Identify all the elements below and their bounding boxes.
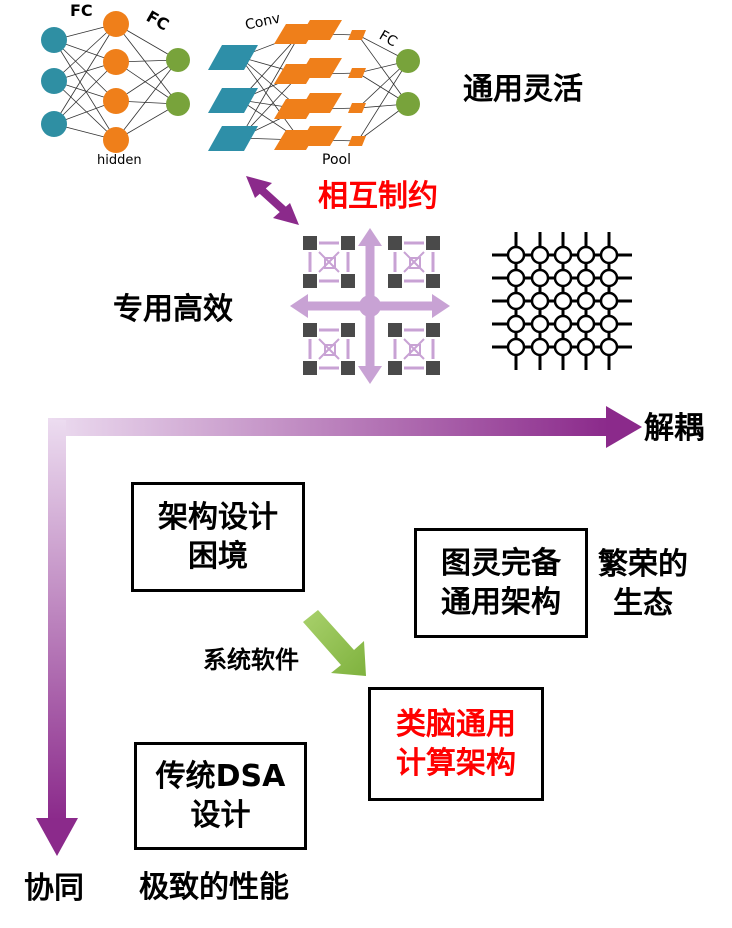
crossbar-cell [599,291,619,311]
crossbar-cell [530,337,550,357]
decouple-axis-arrow [48,406,642,448]
router-node [426,274,440,288]
crossbar-cell [553,268,573,288]
turing-complete-line-1: 图灵完备 [441,546,561,581]
crossbar-cell [506,337,526,357]
constraint-arrow [246,176,299,225]
ecosystem-line-2: 生态 [613,586,673,621]
router-node [341,361,355,375]
crossbar-cell [506,314,526,334]
fc-label-left: FC [70,1,93,20]
router-node [341,323,355,337]
crossbar-cell [530,314,550,334]
router-node [303,274,317,288]
crossbar-cell [576,337,596,357]
router-node [388,323,402,337]
crossbar-cell [553,245,573,265]
cnn-input-maps [208,45,258,151]
crossbar-cell [576,291,596,311]
collaborate-axis-label: 协同 [24,871,84,906]
general-flexible-label: 通用灵活 [463,72,583,107]
mesh-center-cross [290,228,450,384]
crossbar-cell [506,268,526,288]
cnn-conv-maps [274,20,342,150]
crossbar-cell [553,291,573,311]
mesh-cluster [388,323,440,375]
collaborate-axis-arrow [36,420,78,856]
crossbar-cell [599,268,619,288]
arch-dilemma-box: 架构设计 困境 [131,482,305,592]
crossbar-cell [530,245,550,265]
crossbar-cell [506,245,526,265]
extreme-performance-label: 极致的性能 [139,870,289,905]
router-node [388,361,402,375]
mesh-noc [290,228,450,384]
system-software-arrow [303,610,366,676]
brain-inspired-box: 类脑通用 计算架构 [368,687,544,801]
decouple-axis-label: 解耦 [644,411,704,446]
turing-complete-line-2: 通用架构 [441,585,561,620]
crossbar-cell [576,314,596,334]
router-node [341,274,355,288]
cnn-pool-maps [348,30,366,146]
fc-output-nodes [166,48,190,116]
cnn-network [208,20,420,151]
crossbar-cell [576,268,596,288]
fc-input-nodes [41,27,67,137]
hidden-layer-label: hidden [97,153,142,168]
crossbar-cell [553,337,573,357]
crossbar-cell [576,245,596,265]
traditional-dsa-box: 传统DSA 设计 [134,742,307,850]
turing-complete-box: 图灵完备 通用架构 [414,528,588,638]
brain-inspired-line-1: 类脑通用 [396,707,516,742]
crossbar-cell [530,291,550,311]
mesh-cluster [388,236,440,288]
crossbar-cell [530,268,550,288]
crossbar-cell [599,245,619,265]
router-node [388,274,402,288]
crossbar-cell [599,337,619,357]
crossbar-cell [599,314,619,334]
crossbar-array [492,232,632,370]
traditional-dsa-line-1: 传统DSA [155,759,286,794]
system-software-label: 系统软件 [203,646,299,674]
router-node [341,236,355,250]
traditional-dsa-line-2: 设计 [190,798,251,833]
fc-hidden-nodes [103,11,129,153]
router-node [303,361,317,375]
mutual-constraint-label: 相互制约 [318,179,438,214]
fc-network [41,11,190,153]
ecosystem-label: 繁荣的 生态 [598,545,688,623]
router-node [303,236,317,250]
router-node [426,236,440,250]
pool-label: Pool [322,152,351,168]
router-node [388,236,402,250]
crossbar-cell [506,291,526,311]
specialized-efficient-label: 专用高效 [113,292,233,327]
brain-inspired-line-2: 计算架构 [396,746,516,781]
router-node [426,323,440,337]
arch-dilemma-line-1: 架构设计 [158,500,278,535]
cnn-output-nodes [396,49,420,116]
mesh-cluster [303,323,355,375]
arch-dilemma-line-2: 困境 [188,539,248,574]
mesh-cluster [303,236,355,288]
crossbar-cell [553,314,573,334]
router-node [303,323,317,337]
router-node [426,361,440,375]
ecosystem-line-1: 繁荣的 [598,547,688,582]
